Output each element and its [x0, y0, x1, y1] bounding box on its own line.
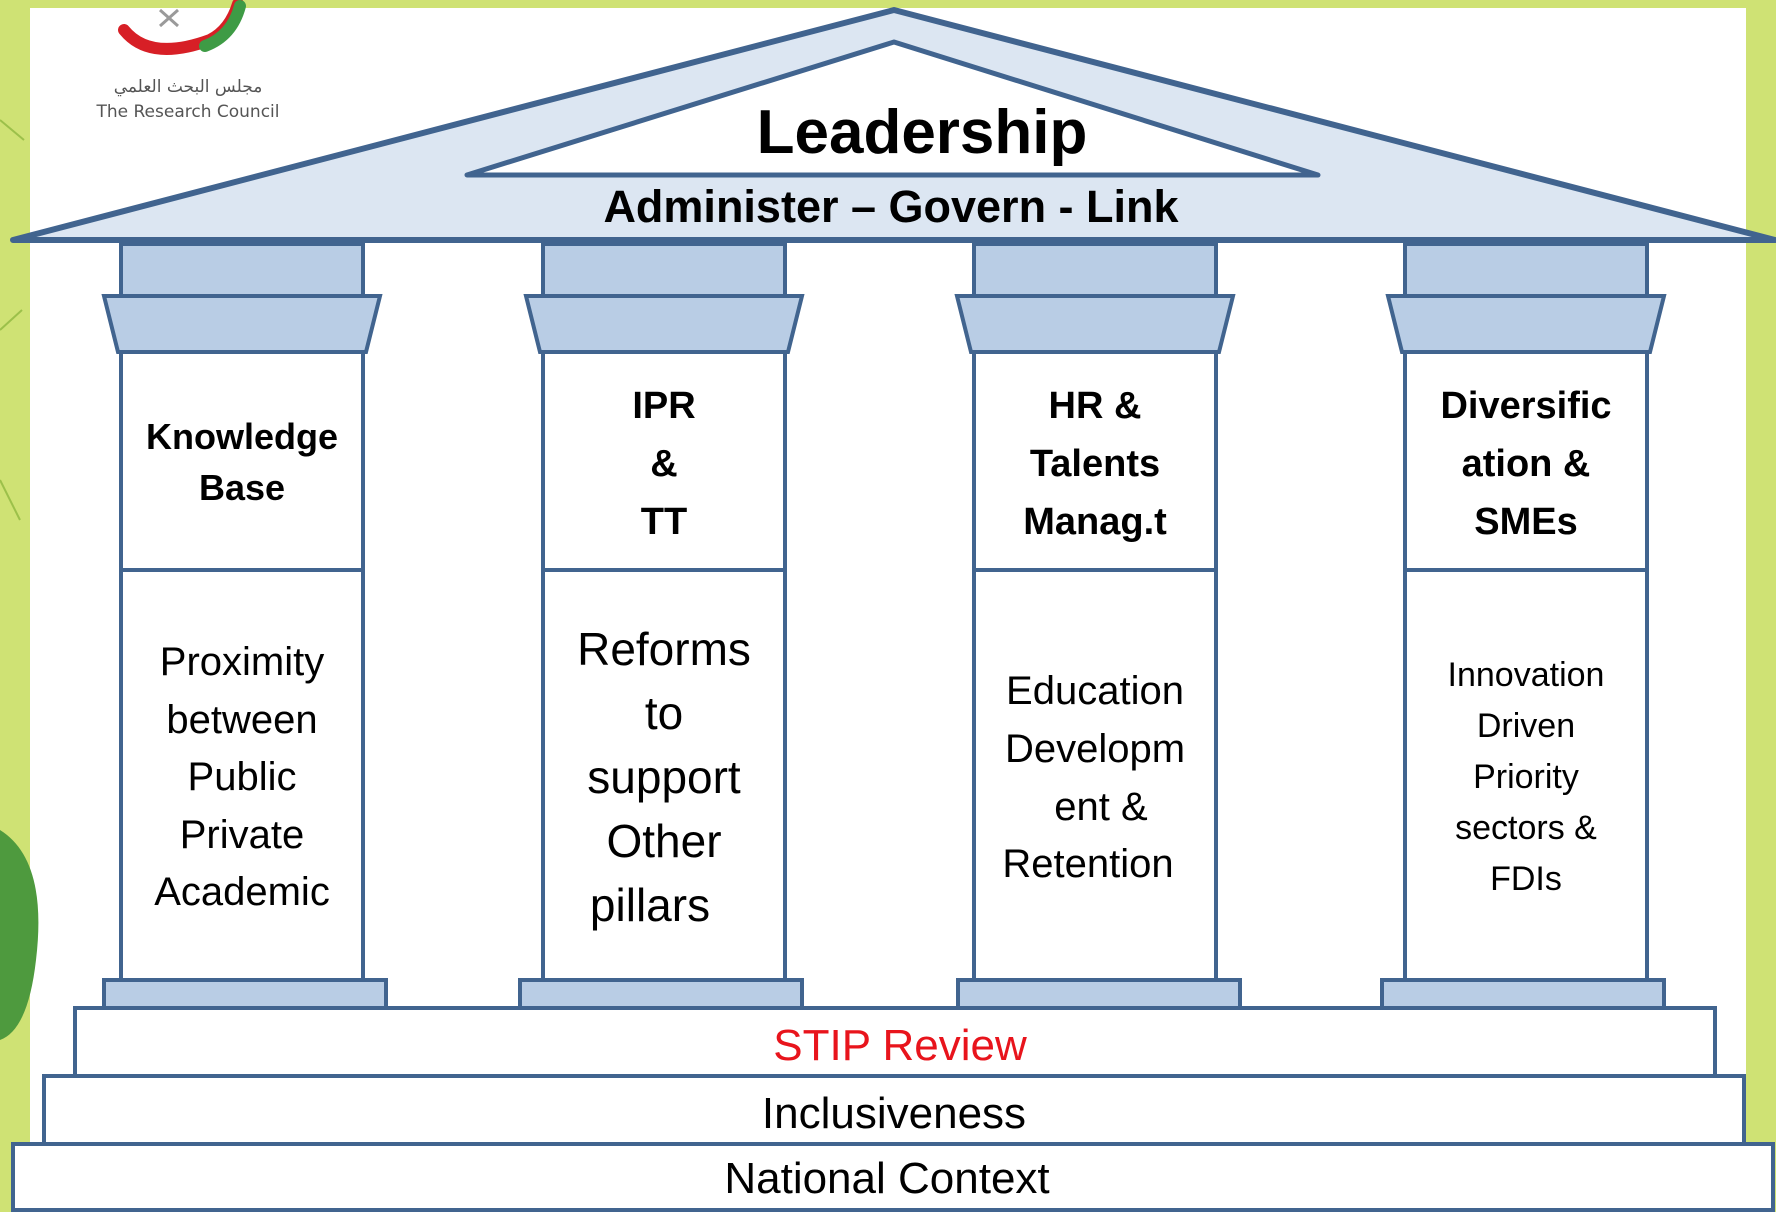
- step-national-context: [11, 1142, 1775, 1212]
- pillar-neck: [541, 242, 787, 298]
- pillar-title-line: ation &: [1462, 443, 1591, 485]
- pillar-neck: [1403, 242, 1649, 298]
- step-inclusiveness-label: Inclusiveness: [762, 1089, 1026, 1138]
- pillar-title-line: Talents: [1030, 443, 1160, 485]
- pillar-title-box: [972, 350, 1218, 572]
- pillar-ipr-tt: IPR & TT Reforms to support Other pillar…: [518, 242, 805, 1010]
- right-green-border: [1746, 0, 1776, 1212]
- pillar-body-box: [541, 568, 787, 982]
- pillar-body-line: Other: [606, 815, 721, 867]
- pillar-title-box: [119, 350, 365, 572]
- pillar-knowledge-base: Knowledge Base Proximity between Public …: [101, 242, 388, 1010]
- step-national-context-label: National Context: [724, 1154, 1049, 1203]
- pillar-body-line: FDIs: [1490, 860, 1562, 898]
- leaf-decoration: [0, 830, 39, 1040]
- pillar-title-line: Diversific: [1440, 385, 1611, 427]
- foundation: STIP Review Inclusiveness National Conte…: [11, 1006, 1775, 1212]
- pillar-body-line: Reforms: [577, 623, 751, 675]
- pillar-capital: [1385, 294, 1667, 354]
- top-green-border: [0, 0, 1776, 8]
- pillar-base: [1380, 978, 1666, 1010]
- pillar-base: [102, 978, 388, 1010]
- pillar-body-line: Private: [180, 813, 305, 857]
- step-inclusiveness: [42, 1074, 1746, 1146]
- pillar-body-line: Proximity: [160, 640, 324, 684]
- logo-khanjar-icon: [159, 8, 179, 28]
- pillar-base: [956, 978, 1242, 1010]
- pillar-capital: [101, 294, 383, 354]
- pillar-title-line: &: [650, 443, 677, 485]
- pillar-body-line: Innovation: [1448, 656, 1605, 694]
- pillar-title-line: HR &: [1049, 385, 1142, 427]
- pillar-body-box: [972, 568, 1218, 982]
- pillar-body-line: Priority: [1473, 758, 1579, 796]
- pillar-body-line: support: [587, 751, 741, 803]
- pillar-body-line: Academic: [154, 870, 330, 914]
- pillar-body-line: Retention: [1002, 842, 1173, 886]
- pillar-diversification-smes: Diversific ation & SMEs Innovation Drive…: [1380, 242, 1667, 1010]
- step-stip-review-label: STIP Review: [773, 1021, 1027, 1070]
- logo-green-arc: [199, 0, 246, 52]
- roof-inner-pediment: [464, 39, 1321, 178]
- pillar-capital: [954, 294, 1236, 354]
- pillar-body-line: to: [645, 687, 683, 739]
- pillar-title-box: [1403, 350, 1649, 572]
- logo-english-name: The Research Council: [95, 102, 279, 122]
- pillar-body-line: Developm: [1005, 727, 1185, 771]
- pillar-neck: [972, 242, 1218, 298]
- roof-subtitle: Administer – Govern - Link: [603, 181, 1179, 232]
- roof-title: Leadership: [757, 98, 1088, 167]
- pillar-base: [518, 978, 804, 1010]
- pillar-title-line: Knowledge: [146, 416, 338, 457]
- research-council-logo: مجلس البحث العلمي The Research Council: [95, 0, 280, 122]
- pillar-title-line: IPR: [632, 385, 695, 427]
- pillar-body-line: Public: [188, 755, 297, 799]
- pillar-capital: [523, 294, 805, 354]
- pillar-body-line: ent &: [1054, 785, 1148, 829]
- pillar-neck: [119, 242, 365, 298]
- pillar-title-line: TT: [641, 501, 687, 543]
- pillar-hr-talents: HR & Talents Manag.t Education Developm …: [954, 242, 1242, 1010]
- pillar-title-line: Base: [199, 467, 285, 508]
- pillar-body-box: [1403, 568, 1649, 982]
- pillar-body-line: sectors &: [1455, 809, 1597, 847]
- pillar-title-line: Manag.t: [1023, 501, 1167, 543]
- pillar-body-line: Driven: [1477, 707, 1575, 745]
- pillar-title-line: SMEs: [1474, 501, 1577, 543]
- logo-arabic-name: مجلس البحث العلمي: [114, 77, 263, 97]
- pillar-body-line: pillars: [590, 879, 710, 931]
- vein-decoration: [0, 119, 25, 521]
- pillar-body-line: Education: [1006, 669, 1184, 713]
- pillar-body-line: between: [166, 698, 317, 742]
